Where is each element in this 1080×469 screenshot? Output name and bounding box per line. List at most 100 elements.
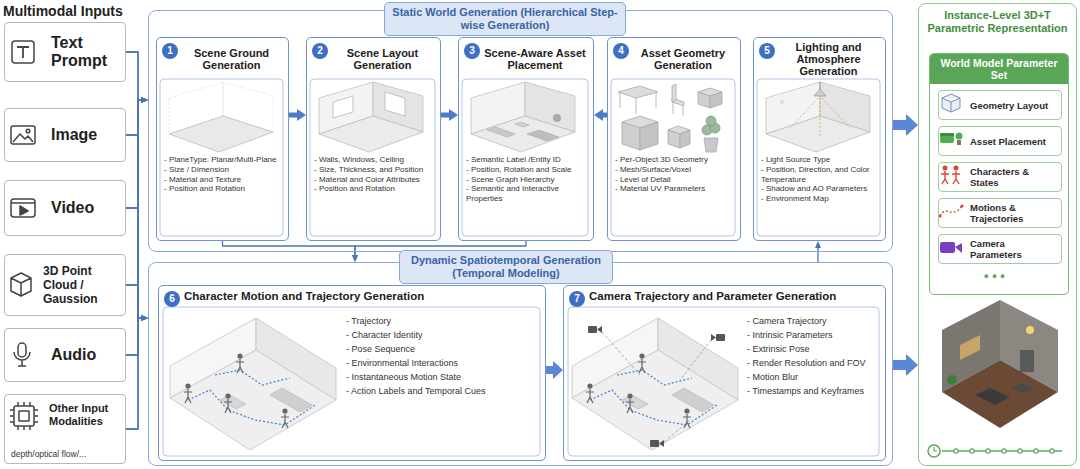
- step-title: Lighting and Atmosphere Generation: [775, 41, 882, 77]
- panel-title: Dynamic Spatiotemporal Generation (Tempo…: [402, 254, 610, 280]
- illustration-rect: [940, 136, 954, 143]
- illustration-rect: [11, 126, 35, 144]
- illustration-rect: [716, 334, 725, 341]
- output-panel: Instance-Level 3D+T Parametric Represent…: [918, 3, 1077, 466]
- callout-number: 6: [169, 294, 175, 304]
- bullet-item: - Per-Object 3D Geometry: [615, 155, 737, 165]
- text-slot: Image: [51, 109, 121, 161]
- bullet-item: - Timestamps and Keyframes: [747, 384, 880, 398]
- illustration-polygon: [1012, 383, 1034, 394]
- connector: [126, 318, 141, 355]
- illustration-g: [319, 82, 423, 152]
- illustration-path: [11, 273, 31, 296]
- illustration-path: [940, 206, 962, 216]
- illustration-polygon: [942, 360, 1058, 428]
- illustration-polygon: [618, 86, 658, 98]
- bullet-item: - Material and Color Attributes: [314, 175, 437, 185]
- bullet-item: - Position, Rotation and Scale: [466, 165, 590, 175]
- illustration-polygon: [711, 334, 716, 341]
- illustration-path: [602, 332, 711, 442]
- input-box: 3D Point Cloud / Gaussion: [4, 254, 126, 316]
- input-label: Image: [51, 126, 97, 144]
- text-slot: Dynamic Spatiotemporal Generation (Tempo…: [399, 250, 613, 284]
- connector: [126, 100, 141, 208]
- step-number: 1: [162, 43, 178, 59]
- illustration-rect: [163, 307, 540, 456]
- bullet-item: - Light Source Type: [761, 155, 882, 165]
- text-slot: Scene Ground Generation: [178, 41, 285, 77]
- illustration-rect: [18, 343, 26, 357]
- connector: [126, 100, 141, 285]
- text-slot: Scene Layout Generation: [328, 41, 437, 77]
- step-box: Scene Ground Generation - PlaneType: Plan…: [156, 37, 289, 241]
- connector: [126, 100, 141, 135]
- stage-panel: Static World Generation (Hierarchical St…: [148, 10, 893, 252]
- illustration-path: [941, 171, 949, 184]
- illustration-polygon: [698, 92, 710, 108]
- illustration-polygon: [955, 243, 962, 253]
- step-box: Scene Layout Generation - Walls, Windows,…: [306, 37, 441, 241]
- illustration-path: [13, 134, 33, 142]
- illustration-g: [954, 449, 1054, 453]
- illustration-polygon: [704, 138, 718, 152]
- connector: [223, 241, 356, 255]
- text-slot: Other Input Modalities: [49, 402, 122, 428]
- connector: [893, 360, 906, 370]
- text-slot: Instance-Level 3D+T Parametric Represent…: [924, 9, 1071, 35]
- text-slot: Scene-Aware Asset Placement: [480, 41, 590, 77]
- bullet-item: - Size / Dimension: [164, 165, 285, 175]
- step-box: Camera Trajectory and Parameter Generati…: [563, 285, 886, 461]
- callout-number: 3: [469, 46, 475, 56]
- step-number: 7: [569, 291, 585, 307]
- bullet-item: - Position, Direction, and Color Tempera…: [761, 165, 882, 185]
- parameter-item: Camera Parameters: [938, 234, 1062, 264]
- illustration-circle: [956, 133, 963, 140]
- input-box: Video: [4, 180, 126, 236]
- step-box: Scene-Aware Asset Placement - Semantic La…: [458, 37, 594, 241]
- illustration-path: [17, 47, 29, 58]
- connector: [893, 120, 906, 130]
- parameter-set-box: World Model Parameter SetGeometry Layout…: [929, 53, 1069, 295]
- illustration-g: [471, 82, 575, 152]
- bullet-item: - Trajectory: [346, 314, 540, 328]
- callout-number: 7: [574, 294, 580, 304]
- text-slot: Geometry Layout: [970, 91, 1059, 119]
- illustration-circle: [1034, 449, 1038, 453]
- text-slot: Character Motion and Trajectory Generati…: [184, 289, 541, 303]
- label-slot: • • •: [984, 268, 1005, 283]
- illustration-rect: [588, 326, 597, 333]
- parameter-label: Motions & Trajectories: [970, 202, 1059, 224]
- illustration-polygon: [975, 388, 1010, 405]
- illustration-g: [588, 326, 725, 447]
- illustration-path: [673, 103, 683, 116]
- illustration-polygon: [640, 122, 658, 150]
- bullet-item: - Semantic Label /Entity ID: [466, 155, 590, 165]
- connector: [289, 113, 297, 118]
- box-header: World Model Parameter Set: [932, 57, 1066, 81]
- illustration-use: [170, 318, 336, 450]
- illustration-rect: [14, 406, 34, 426]
- illustration-path: [11, 202, 35, 204]
- bullet-item: - Render Resolution and FOV: [747, 356, 880, 370]
- callout-number: 2: [317, 46, 323, 56]
- ellipsis: • • •: [984, 268, 1005, 283]
- text-slot: depth/optical flow/...: [11, 449, 122, 459]
- text-slot: 7: [569, 291, 585, 307]
- connector: [126, 100, 141, 429]
- illustration-use: [319, 82, 423, 152]
- illustration-rect: [12, 41, 34, 63]
- text-slot: World Model Parameter Set: [930, 54, 1068, 84]
- connector: [441, 113, 449, 118]
- bullet-item: - Level of Detail: [615, 175, 737, 185]
- bullet-item: - Semantic and Interactive Properties: [466, 184, 590, 204]
- illustration-circle: [1018, 449, 1022, 453]
- bullet-item: - Environment Map: [761, 194, 882, 204]
- illustration-rect: [957, 140, 961, 145]
- bullet-item: - PlaneType: Planar/Multi-Plane: [164, 155, 285, 165]
- step-number: 6: [164, 291, 180, 307]
- bullet-item: - Walls, Windows, Ceiling: [314, 155, 437, 165]
- illustration-rect: [568, 307, 879, 456]
- illustration-circle: [943, 166, 948, 171]
- illustration-polygon: [680, 130, 690, 148]
- text-slot: 4: [613, 43, 629, 59]
